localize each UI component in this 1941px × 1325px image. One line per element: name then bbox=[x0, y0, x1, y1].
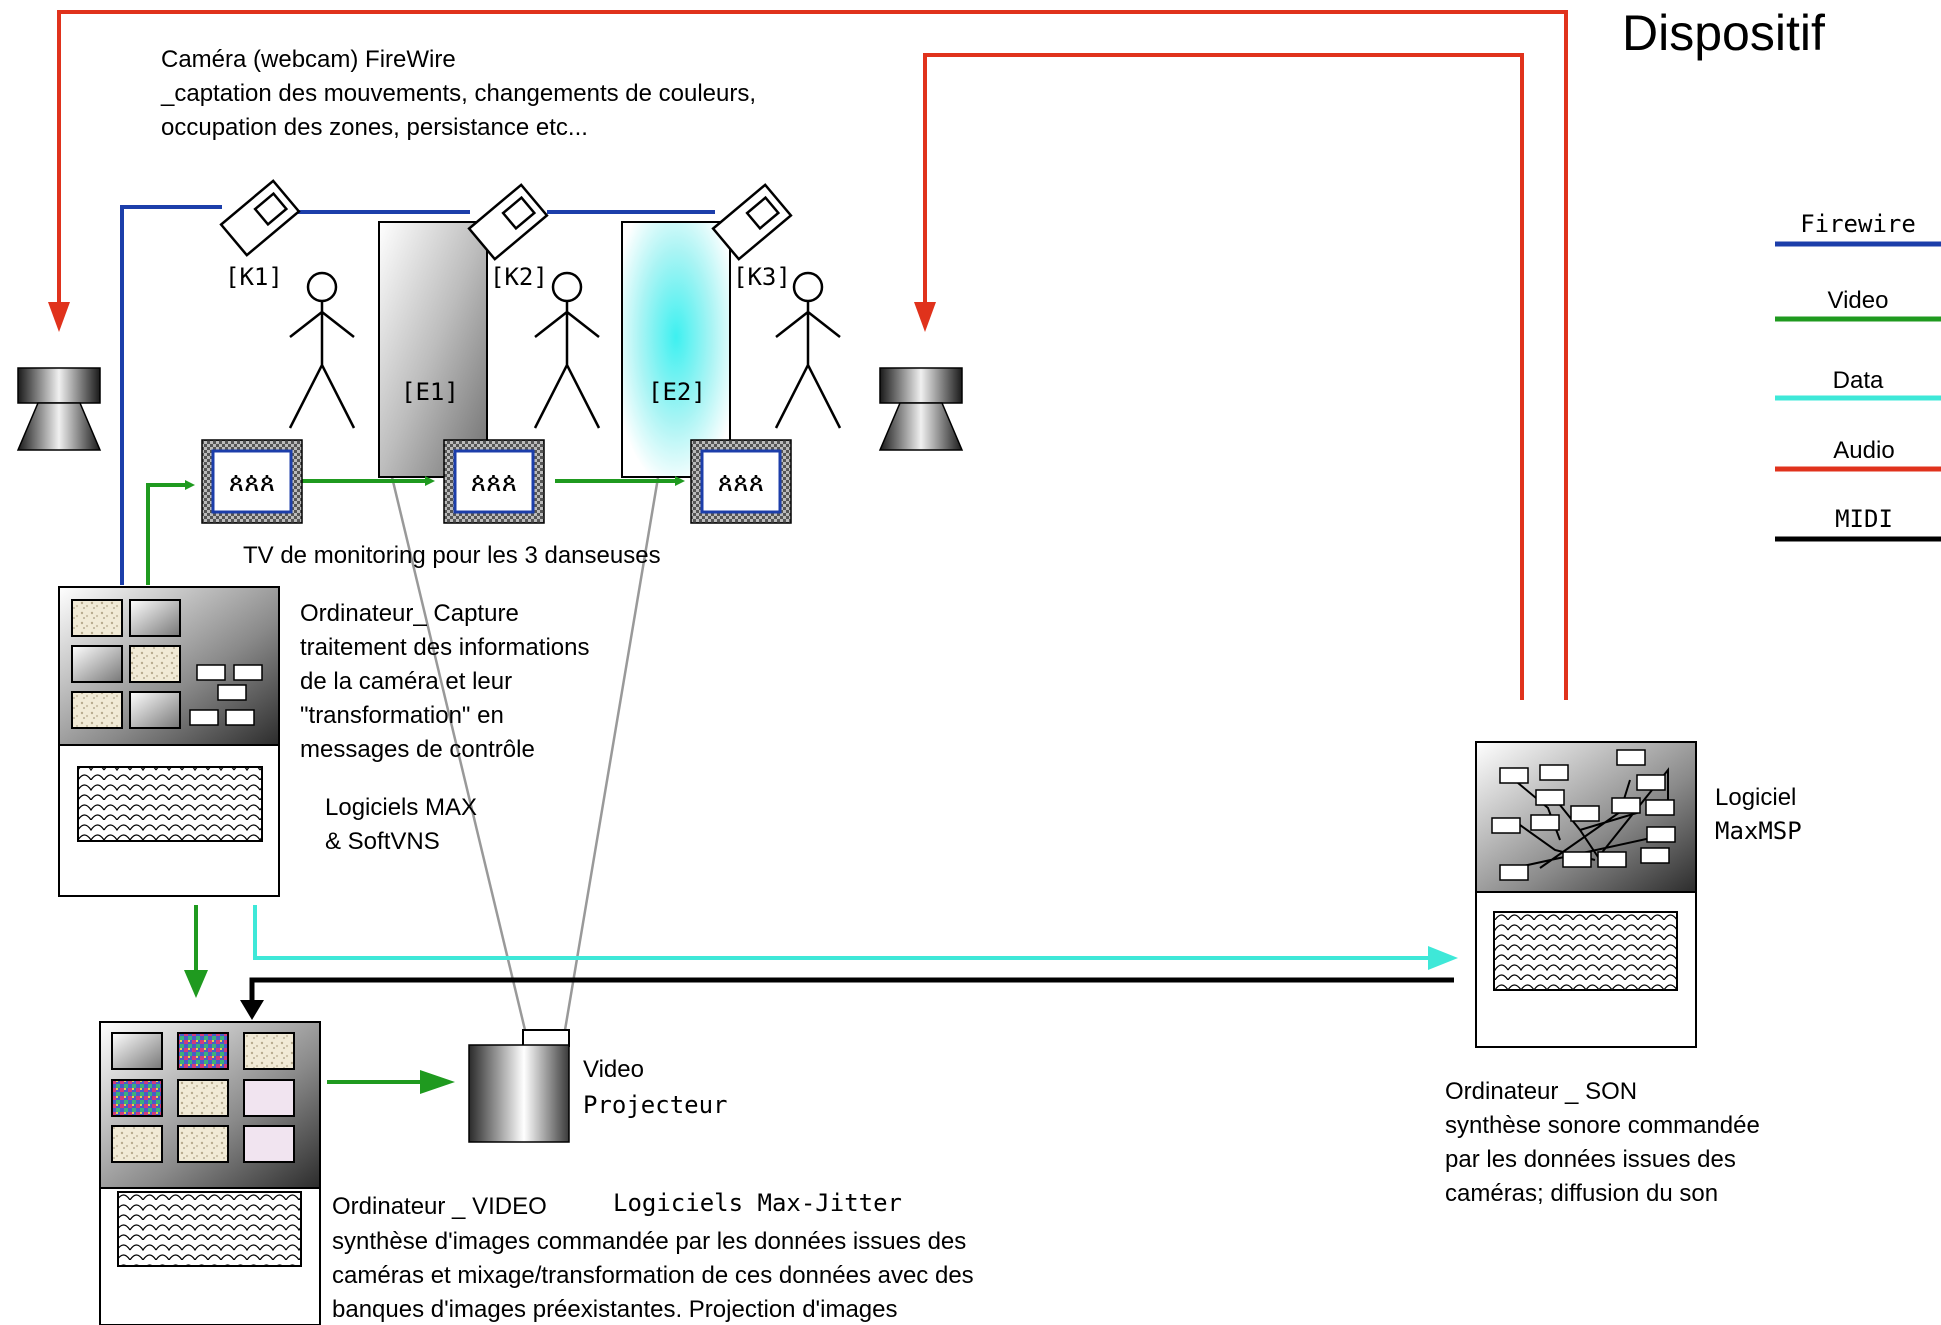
camera-k1-label: [K1] bbox=[225, 263, 283, 291]
svg-text:ጰጰጰ: ጰጰጰ bbox=[718, 468, 765, 498]
speaker-icon-left bbox=[16, 367, 102, 451]
audio-arrow-left bbox=[48, 302, 70, 332]
camera-caption: Caméra (webcam) FireWire _captation des … bbox=[160, 46, 756, 141]
svg-text:Caméra (webcam) FireWire: Caméra (webcam) FireWire bbox=[161, 46, 456, 73]
projection-lines bbox=[383, 447, 665, 1031]
svg-text:_captation des mouvements, cha: _captation des mouvements, changements d… bbox=[160, 80, 756, 107]
svg-text:"transformation" en: "transformation" en bbox=[300, 702, 504, 729]
camera-k2-label: [K2] bbox=[490, 263, 548, 291]
camera-k1 bbox=[219, 179, 301, 257]
svg-text:Ordinateur _ SON: Ordinateur _ SON bbox=[1445, 1078, 1637, 1105]
svg-text:synthèse sonore commandée: synthèse sonore commandée bbox=[1445, 1112, 1760, 1139]
midi-arrow bbox=[240, 1000, 264, 1020]
svg-text:caméras et mixage/transformati: caméras et mixage/transformation de ces … bbox=[332, 1262, 974, 1289]
svg-text:Logiciels MAX: Logiciels MAX bbox=[325, 794, 477, 821]
svg-text:Ordinateur_ Capture: Ordinateur_ Capture bbox=[300, 600, 519, 627]
capture-computer bbox=[58, 586, 280, 897]
dancer-icon-1 bbox=[288, 271, 356, 429]
video-arrow-down bbox=[184, 970, 208, 998]
legend-audio-label: Audio bbox=[1833, 437, 1894, 464]
svg-text:MaxMSP: MaxMSP bbox=[1715, 817, 1802, 845]
svg-text:Logiciels Max-Jitter: Logiciels Max-Jitter bbox=[613, 1189, 902, 1217]
video-computer bbox=[99, 1021, 321, 1325]
video-projector-caption: Video Projecteur bbox=[583, 1056, 728, 1119]
screen-e1-label: [E1] bbox=[401, 378, 459, 406]
tv-monitor-3: ጰጰጰ bbox=[690, 439, 792, 524]
svg-text:synthèse d'images commandée pa: synthèse d'images commandée par les donn… bbox=[332, 1228, 966, 1255]
legend: Firewire Video Data Audio MIDI bbox=[1775, 210, 1941, 542]
video-arrow-projector bbox=[420, 1070, 455, 1094]
svg-text:& SoftVNS: & SoftVNS bbox=[325, 828, 440, 855]
firewire-lines bbox=[120, 205, 715, 585]
dancer-icon-3 bbox=[774, 271, 842, 429]
legend-video-label: Video bbox=[1828, 287, 1889, 314]
midi-line bbox=[249, 977, 1454, 1002]
legend-midi-label: MIDI bbox=[1835, 505, 1893, 533]
video-computer-caption: Ordinateur _ VIDEO Logiciels Max-Jitter … bbox=[332, 1189, 974, 1323]
svg-text:occupation des zones, persista: occupation des zones, persistance etc... bbox=[161, 114, 588, 141]
video-lines-monitors bbox=[146, 476, 685, 585]
svg-text:Ordinateur _ VIDEO: Ordinateur _ VIDEO bbox=[332, 1193, 547, 1220]
page-title: Dispositif bbox=[1622, 5, 1825, 61]
svg-text:de la caméra et leur: de la caméra et leur bbox=[300, 668, 512, 695]
video-projector bbox=[468, 1029, 570, 1143]
speaker-icon-right bbox=[878, 367, 964, 451]
sound-computer bbox=[1475, 741, 1697, 1048]
tv-monitor-1: ጰጰጰ bbox=[201, 439, 303, 524]
audio-lines bbox=[57, 10, 1568, 700]
svg-text:Logiciel: Logiciel bbox=[1715, 784, 1796, 811]
svg-text:caméras; diffusion du son: caméras; diffusion du son bbox=[1445, 1180, 1718, 1207]
data-line bbox=[253, 905, 1428, 960]
svg-text:messages de contrôle: messages de contrôle bbox=[300, 736, 535, 763]
screen-e2 bbox=[621, 221, 731, 478]
svg-text:Projecteur: Projecteur bbox=[583, 1091, 728, 1119]
camera-k3 bbox=[711, 183, 793, 261]
svg-text:par les données issues des: par les données issues des bbox=[1445, 1146, 1736, 1173]
camera-k2 bbox=[467, 183, 549, 261]
screen-e1 bbox=[378, 221, 488, 478]
dancer-icon-2 bbox=[533, 271, 601, 429]
svg-text:banques d'images préexistantes: banques d'images préexistantes. Projecti… bbox=[332, 1296, 898, 1323]
screen-e2-label: [E2] bbox=[648, 378, 706, 406]
tv-monitor-2: ጰጰጰ bbox=[443, 439, 545, 524]
audio-arrow-right bbox=[914, 302, 936, 332]
legend-data-label: Data bbox=[1833, 367, 1884, 394]
svg-text:Video: Video bbox=[583, 1056, 644, 1083]
tv-monitoring-caption: TV de monitoring pour les 3 danseuses bbox=[243, 542, 661, 569]
data-arrow bbox=[1428, 946, 1458, 970]
legend-firewire-label: Firewire bbox=[1800, 210, 1916, 238]
camera-k3-label: [K3] bbox=[733, 263, 791, 291]
sound-computer-caption: Ordinateur _ SON synthèse sonore command… bbox=[1445, 1078, 1760, 1207]
svg-text:traitement des informations: traitement des informations bbox=[300, 634, 589, 661]
capture-computer-caption: Ordinateur_ Capture traitement des infor… bbox=[300, 600, 589, 855]
svg-text:ጰጰጰ: ጰጰጰ bbox=[229, 468, 276, 498]
sound-computer-software-caption: Logiciel MaxMSP bbox=[1715, 784, 1802, 845]
svg-text:ጰጰጰ: ጰጰጰ bbox=[471, 468, 518, 498]
